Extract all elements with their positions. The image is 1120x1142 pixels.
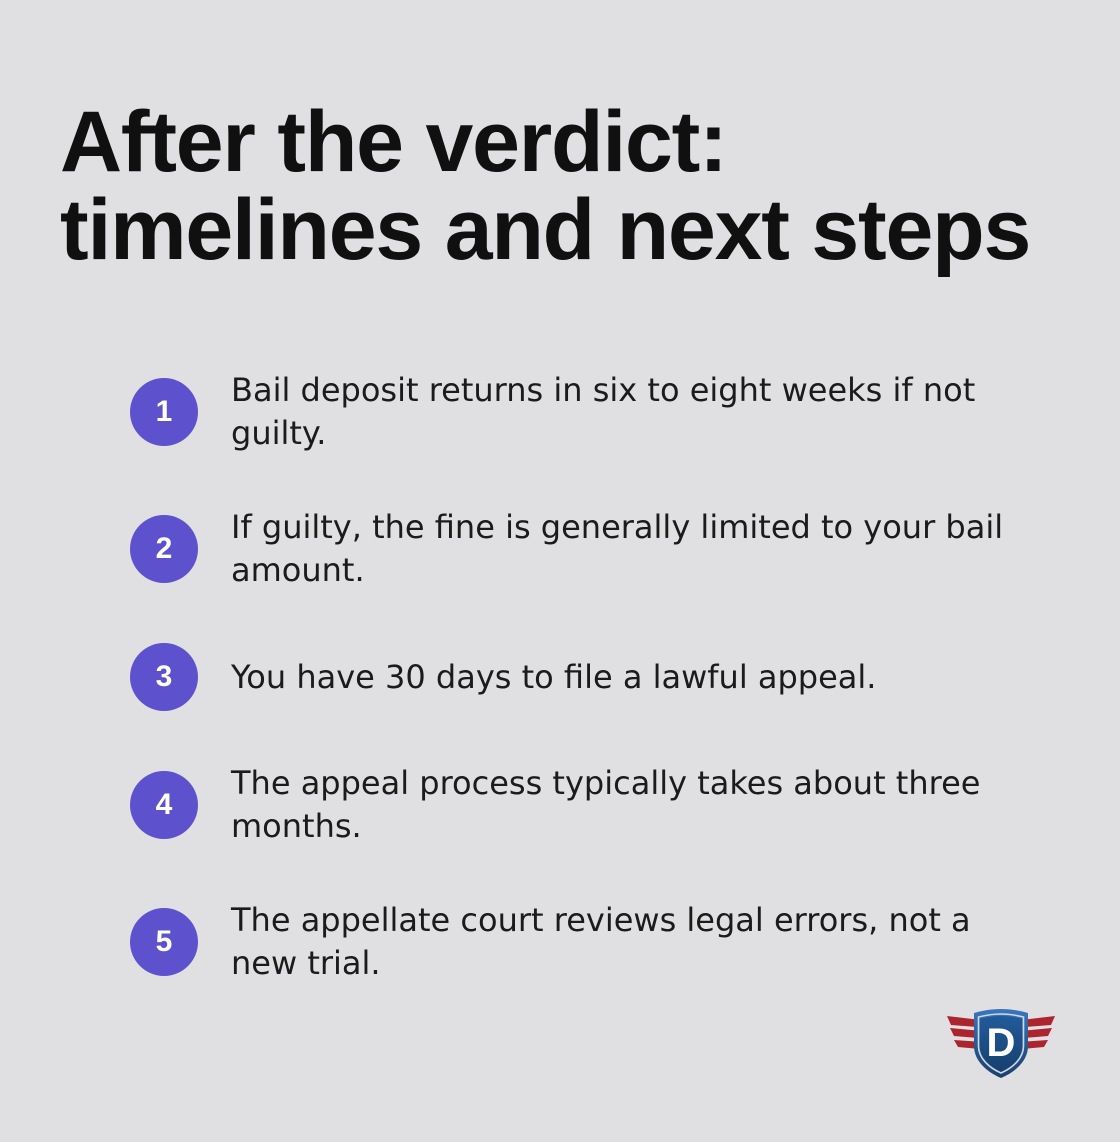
- shield-field: [980, 1016, 1022, 1072]
- step-number-badge-4: 4: [130, 771, 198, 839]
- logo-letter: D: [987, 1021, 1016, 1065]
- step-number-label: 1: [155, 395, 173, 428]
- list-item: 3 You have 30 days to file a lawful appe…: [130, 643, 1040, 711]
- list-item: 5 The appellate court reviews legal erro…: [130, 899, 1040, 985]
- step-text-5: The appellate court reviews legal errors…: [231, 901, 971, 982]
- step-number-badge-3: 3: [130, 643, 198, 711]
- step-number-badge-5: 5: [130, 908, 198, 976]
- list-item: 2 If guilty, the fine is generally limit…: [130, 506, 1040, 592]
- step-number-label: 2: [155, 532, 173, 565]
- step-text-2: If guilty, the fine is generally limited…: [231, 508, 1004, 589]
- steps-list: 1 Bail deposit returns in six to eight w…: [130, 369, 1040, 985]
- step-number-badge-2: 2: [130, 515, 198, 583]
- step-text-1: Bail deposit returns in six to eight wee…: [231, 371, 976, 452]
- step-text-3: You have 30 days to file a lawful appeal…: [231, 657, 877, 696]
- brand-logo: D: [941, 1006, 1061, 1080]
- step-number-label: 4: [155, 788, 173, 821]
- page-title: After the verdict: timelines and next st…: [60, 94, 1031, 278]
- list-item: 4 The appeal process typically takes abo…: [130, 762, 1040, 848]
- list-item: 1 Bail deposit returns in six to eight w…: [130, 369, 1040, 455]
- shield-rim: [977, 1013, 1025, 1074]
- step-number-label: 3: [155, 660, 173, 693]
- step-number-label: 5: [155, 925, 173, 958]
- step-text-4: The appeal process typically takes about…: [231, 764, 981, 845]
- step-number-badge-1: 1: [130, 378, 198, 446]
